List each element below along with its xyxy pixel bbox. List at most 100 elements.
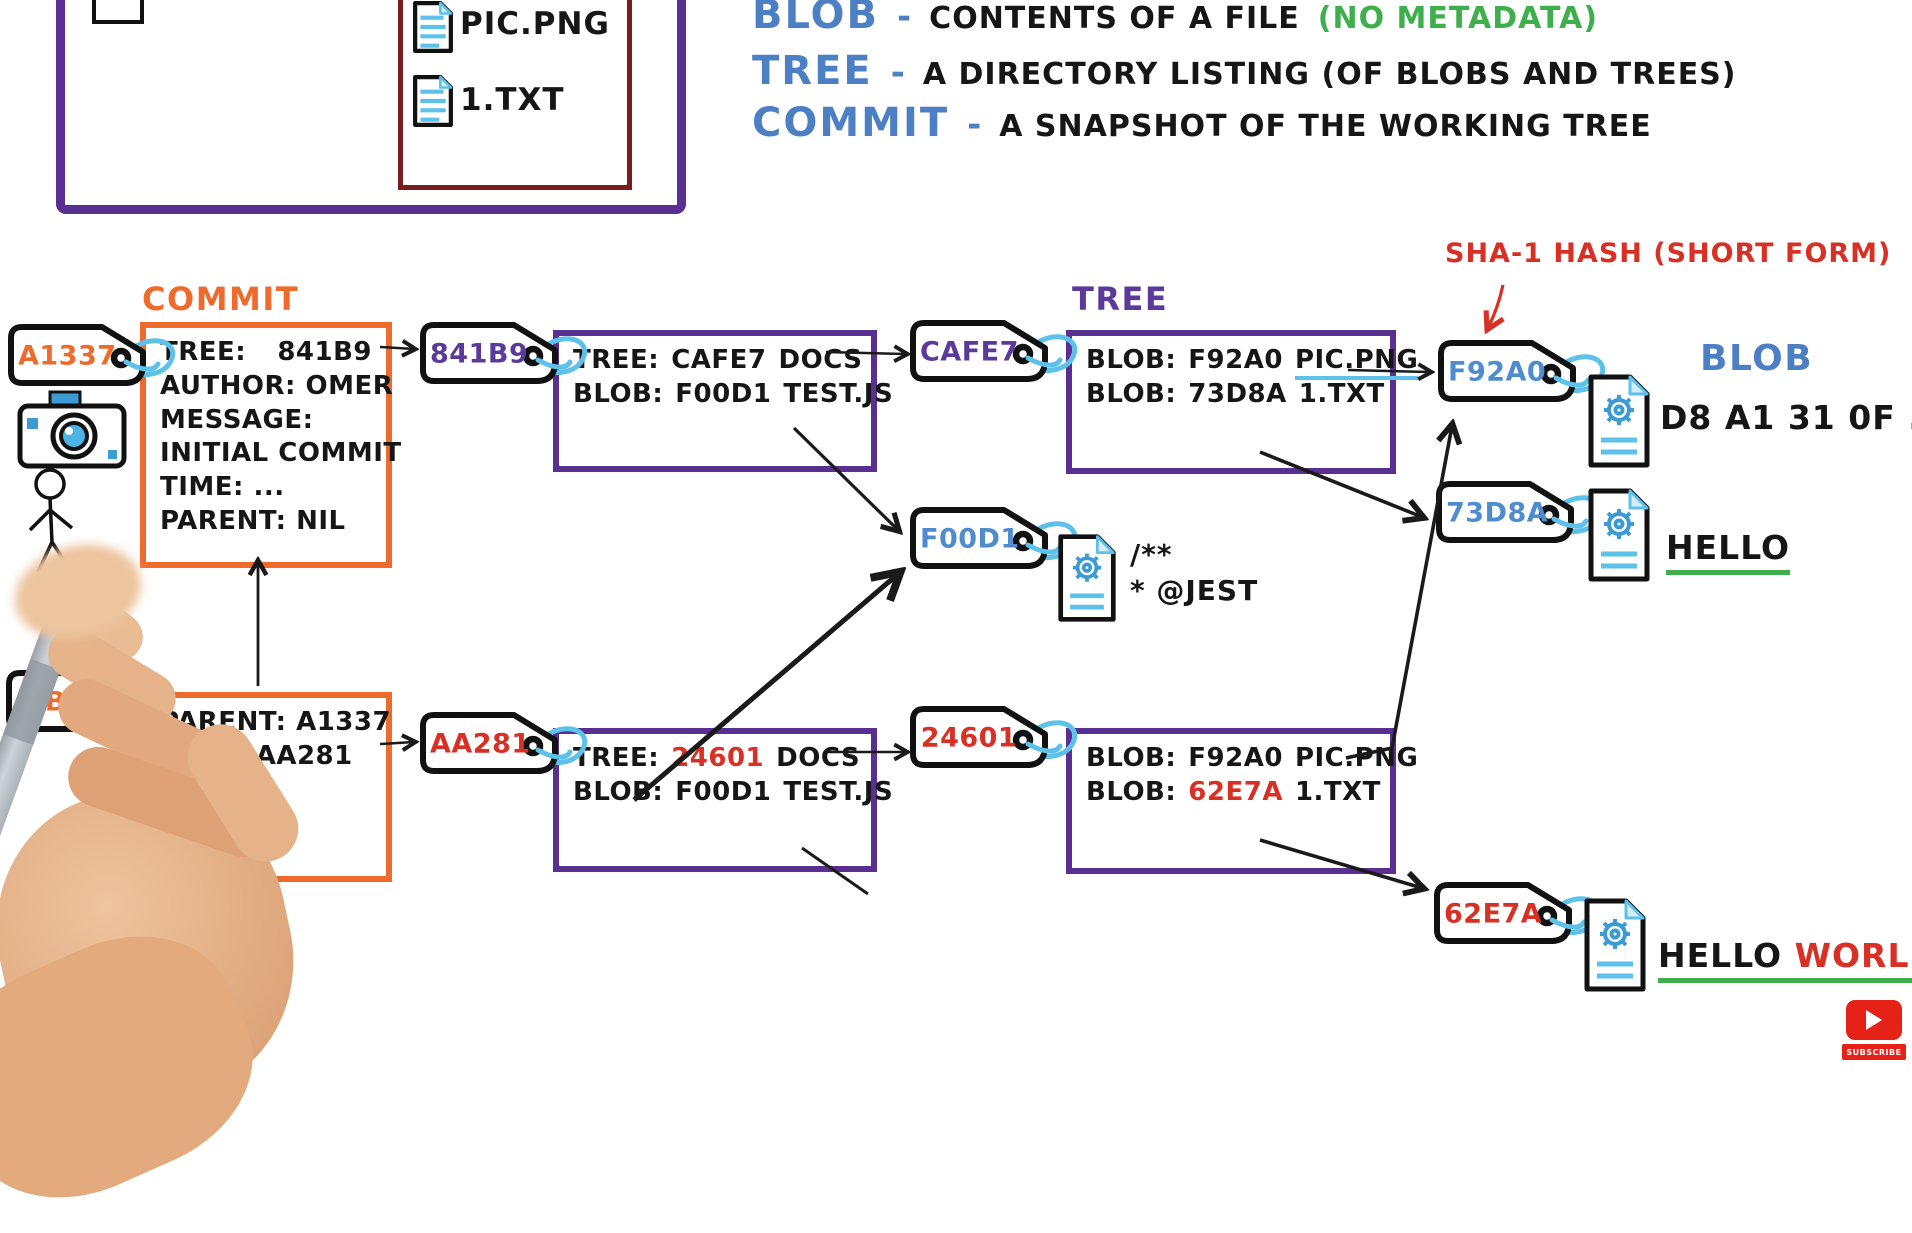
tree4-l1-hash: F92A0 bbox=[1188, 743, 1283, 773]
tree3-l2-hash: F00D1 bbox=[675, 776, 772, 807]
tree1-l2-hash: F00D1 bbox=[675, 378, 772, 409]
tree4-l1-key: BLOB: bbox=[1086, 743, 1177, 773]
tree4-box: BLOB: F92A0 PIC.PNG BLOB: 62E7A 1.TXT bbox=[1066, 728, 1418, 874]
blob-pic-content: D8 A1 31 0F .. bbox=[1660, 398, 1912, 437]
blob-txt2-word2: WORLD bbox=[1794, 936, 1912, 975]
blob-doc-icon-js bbox=[1056, 532, 1118, 624]
tree2-box: BLOB: F92A0 PIC.PNG BLOB: 73D8A 1.TXT bbox=[1066, 330, 1419, 474]
hash-tag-f00d1: F00D1 bbox=[908, 503, 1080, 575]
youtube-subscribe-widget[interactable]: SUBSCRIBE bbox=[1838, 1000, 1908, 1064]
hash-tag-841b9: 841B9 bbox=[418, 318, 590, 390]
tree2-l2-key: BLOB: bbox=[1086, 378, 1177, 409]
definition-term: COMMIT bbox=[752, 100, 950, 146]
play-icon bbox=[1866, 1010, 1882, 1030]
tree1-line1: TREE: CAFE7 DOCS bbox=[573, 344, 862, 378]
hash-tag-label: 62E7A bbox=[1444, 898, 1543, 930]
tree1-l1-name: DOCS bbox=[778, 345, 863, 375]
tree4-l2-hash: 62E7A bbox=[1188, 776, 1283, 807]
blob-txt2-content: HELLO WORLD bbox=[1658, 936, 1912, 983]
commit1-tree-row: TREE: 841B9 bbox=[160, 336, 372, 370]
commit1-message-value: INITIAL COMMIT bbox=[160, 438, 402, 469]
commit1-message-key: MESSAGE: bbox=[160, 404, 314, 435]
definition-text: A DIRECTORY LISTING (OF BLOBS AND TREES) bbox=[922, 57, 1737, 92]
tree3-line2: BLOB: F00D1 TEST.JS bbox=[573, 776, 893, 810]
hash-tag-label: 73D8A bbox=[1446, 497, 1549, 529]
tree1-line2: BLOB: F00D1 TEST.JS bbox=[573, 378, 893, 412]
hash-tag-73d8a: 73D8A bbox=[1434, 477, 1606, 549]
hash-tag-label: 24601 bbox=[920, 722, 1018, 754]
tree1-box: TREE: CAFE7 DOCS BLOB: F00D1 TEST.JS bbox=[553, 330, 893, 472]
tree2-l2-name: 1.TXT bbox=[1298, 378, 1385, 409]
blob-js-line2: * @JEST bbox=[1130, 574, 1259, 607]
blob-txt2-word1: HELLO bbox=[1658, 936, 1783, 975]
tree4-line2: BLOB: 62E7A 1.TXT bbox=[1086, 776, 1380, 810]
file-icon-picpng bbox=[412, 0, 454, 54]
blob-doc-icon-pic bbox=[1586, 372, 1652, 470]
tree1-l1-key: TREE: bbox=[573, 345, 660, 375]
commit1-tree-hash: 841B9 bbox=[277, 337, 372, 367]
hash-tag-cafe7: CAFE7 bbox=[908, 316, 1080, 388]
blob-section-label: BLOB bbox=[1700, 338, 1814, 379]
tree2-l1-name: PIC.PNG bbox=[1294, 345, 1419, 380]
definition-note: (NO METADATA) bbox=[1317, 1, 1599, 36]
hash-tag-label: AA281 bbox=[430, 728, 531, 760]
tree3-l1-hash: 24601 bbox=[671, 743, 765, 773]
commit-section-label: COMMIT bbox=[142, 280, 300, 318]
tree1-l2-name: TEST.JS bbox=[783, 378, 894, 409]
blob-doc-icon-txt bbox=[1586, 486, 1652, 584]
sha1-annotation: SHA-1 HASH (SHORT FORM) bbox=[1445, 238, 1892, 269]
subscribe-button[interactable]: SUBSCRIBE bbox=[1842, 1044, 1906, 1060]
youtube-play-button[interactable] bbox=[1846, 1000, 1902, 1040]
hash-tag-label: CAFE7 bbox=[920, 336, 1019, 368]
hash-tag-aa281: AA281 bbox=[418, 708, 590, 780]
definition-dash: - bbox=[967, 105, 982, 145]
definition-blob: BLOB - CONTENTS OF A FILE (NO METADATA) bbox=[752, 0, 1598, 38]
blob-js-line1: /** bbox=[1130, 538, 1173, 571]
tree3-l2-name: TEST.JS bbox=[783, 776, 894, 807]
tree4-l2-name: 1.TXT bbox=[1294, 776, 1381, 807]
tree2-l2-hash: 73D8A bbox=[1188, 378, 1287, 409]
blob-doc-icon-txt2 bbox=[1582, 896, 1648, 994]
tree2-line2: BLOB: 73D8A 1.TXT bbox=[1086, 378, 1384, 412]
hash-tag-62e7a: 62E7A bbox=[1432, 878, 1604, 950]
definition-term: TREE bbox=[752, 48, 873, 94]
tree2-l1-key: BLOB: bbox=[1086, 345, 1177, 375]
definition-dash: - bbox=[897, 0, 912, 37]
partial-file-icon bbox=[92, 0, 144, 24]
hash-tag-label: F92A0 bbox=[1448, 356, 1547, 388]
blob-txt-content: HELLO bbox=[1666, 528, 1791, 575]
tree4-l1-name: PIC.PNG bbox=[1294, 743, 1419, 773]
hash-tag-label: F00D1 bbox=[920, 523, 1020, 555]
hash-tag-f92a0: F92A0 bbox=[1436, 336, 1608, 408]
hash-tag-24601: 24601 bbox=[908, 702, 1080, 774]
tree2-l1-hash: F92A0 bbox=[1188, 345, 1283, 375]
tree3-l2-key: BLOB: bbox=[573, 776, 664, 807]
hash-tag-a1337: A1337 bbox=[6, 320, 178, 392]
hash-tag-label: 841B9 bbox=[430, 338, 529, 370]
definition-text: A SNAPSHOT OF THE WORKING TREE bbox=[999, 109, 1652, 144]
definition-term: BLOB bbox=[752, 0, 880, 38]
tree4-l2-key: BLOB: bbox=[1086, 776, 1177, 807]
definition-text: CONTENTS OF A FILE bbox=[929, 1, 1300, 36]
commit1-parent: PARENT: NIL bbox=[160, 505, 346, 536]
hand-holding-pen bbox=[0, 531, 360, 1233]
commit1-time: TIME: ... bbox=[160, 472, 285, 503]
tree3-l1-name: DOCS bbox=[776, 743, 861, 773]
commit1-box: TREE: 841B9 AUTHOR: OMER MESSAGE: INITIA… bbox=[140, 322, 402, 568]
tree4-line1: BLOB: F92A0 PIC.PNG bbox=[1086, 742, 1418, 776]
tree-section-label: TREE bbox=[1072, 280, 1169, 318]
definition-dash: - bbox=[890, 53, 905, 93]
tree1-l2-key: BLOB: bbox=[573, 378, 664, 409]
camera-icon bbox=[16, 390, 128, 472]
definition-commit: COMMIT - A SNAPSHOT OF THE WORKING TREE bbox=[752, 100, 1652, 146]
commit1-author: AUTHOR: OMER bbox=[160, 370, 394, 401]
file-icon-1txt bbox=[412, 74, 454, 128]
definition-tree: TREE - A DIRECTORY LISTING (OF BLOBS AND… bbox=[752, 48, 1737, 94]
file-label-picpng: PIC.PNG bbox=[460, 6, 610, 42]
tree1-l1-hash: CAFE7 bbox=[671, 345, 767, 375]
file-label-1txt: 1.TXT bbox=[460, 82, 565, 118]
hash-tag-label: A1337 bbox=[18, 340, 117, 372]
